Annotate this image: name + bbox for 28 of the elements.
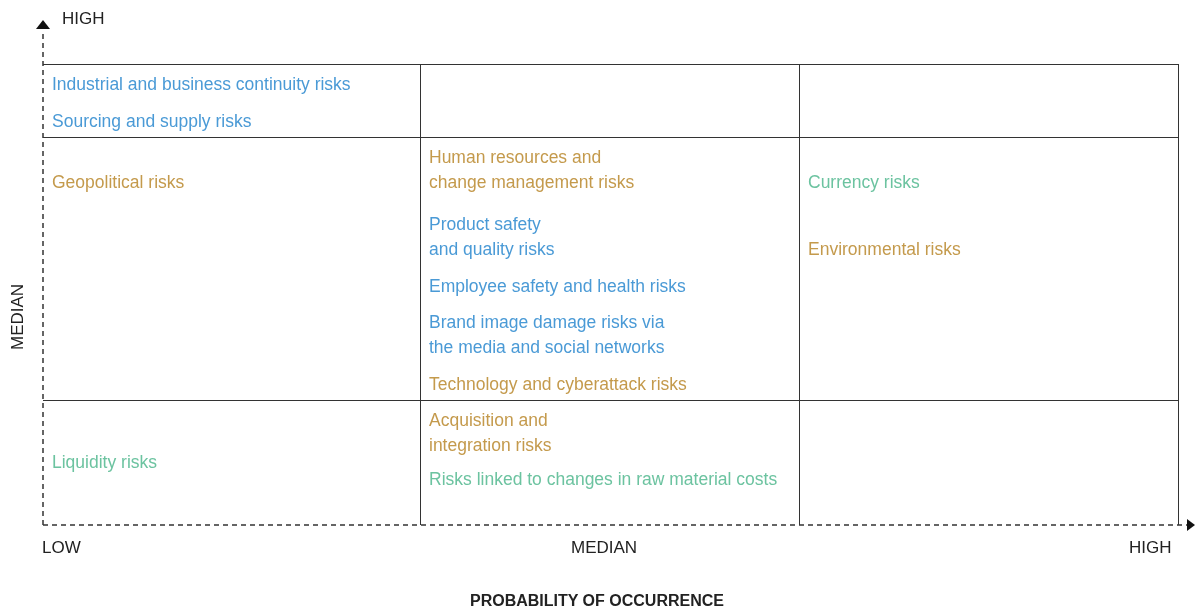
axis-label: MEDIAN: [571, 538, 638, 558]
axis-label: LOW: [42, 538, 81, 558]
matrix-cell: [43, 137, 421, 400]
matrix-cell: [43, 400, 421, 525]
axis-title: PROBABILITY OF OCCURRENCE: [470, 592, 724, 610]
matrix-cell: [799, 400, 1179, 525]
matrix-cell: [420, 137, 800, 400]
risk-label: Industrial and business continuity risks: [52, 73, 352, 96]
axis-label: HIGH: [1129, 538, 1172, 558]
risk-label: Product safety and quality risks: [429, 213, 556, 261]
risk-label: Sourcing and supply risks: [52, 110, 253, 133]
matrix-cell: [799, 64, 1179, 137]
axis-label: HIGH: [62, 9, 105, 29]
axis-label: MEDIAN: [8, 283, 28, 350]
matrix-cell: [43, 64, 421, 137]
risk-label: Technology and cyberattack risks: [429, 373, 688, 396]
risk-label: Risks linked to changes in raw material costs: [429, 468, 779, 491]
risk-label: Geopolitical risks: [52, 171, 186, 194]
risk-label: Environmental risks: [808, 238, 962, 261]
risk-label: Human resources and change management risks: [429, 146, 636, 194]
risk-label: Liquidity risks: [52, 451, 159, 474]
risk-label: Currency risks: [808, 171, 921, 194]
risk-label: Brand image damage risks via the media and social networks: [429, 311, 666, 359]
matrix-cell: [799, 137, 1179, 400]
risk-label: Employee safety and health risks: [429, 275, 687, 298]
matrix-cell: [420, 64, 800, 137]
matrix-cell: [420, 400, 800, 525]
risk-label: Acquisition and integration risks: [429, 409, 553, 457]
